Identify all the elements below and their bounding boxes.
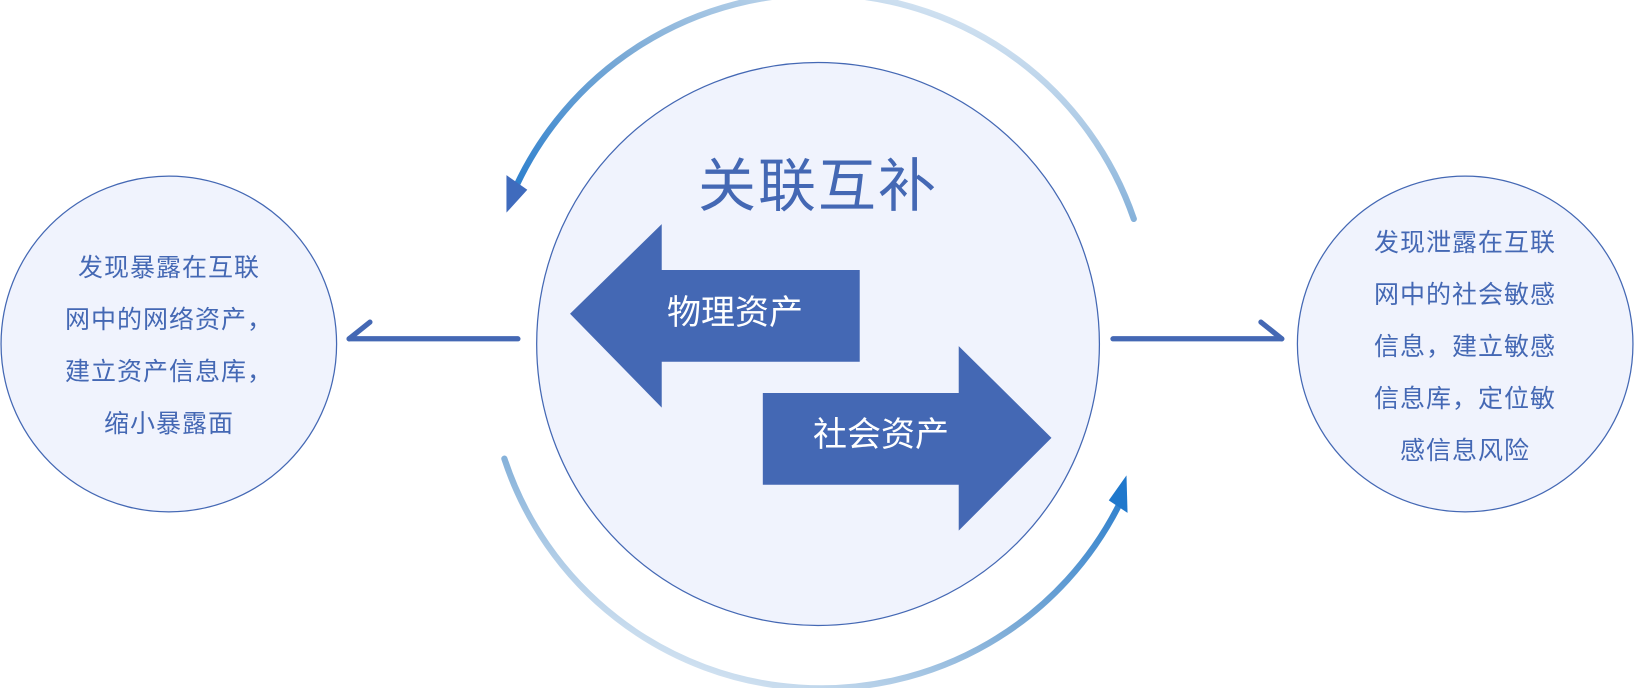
left-node-line: 缩小暴露面 <box>103 409 234 438</box>
cycle-arrow-top-icon <box>506 0 1137 223</box>
left-node-line: 网中的网络资产， <box>64 305 273 334</box>
right-node-line: 信息库，定位敏 <box>1373 384 1556 413</box>
physical-asset-label: 物理资产 <box>667 293 803 333</box>
right-connector-arrow-icon <box>1110 319 1285 342</box>
left-node-text: 发现暴露在互联 网中的网络资产， 建立资产信息库， 缩小暴露面 <box>34 242 304 450</box>
center-title: 关联互补 <box>697 152 938 220</box>
right-node-line: 发现泄露在互联 <box>1373 228 1556 257</box>
physical-asset-arrow-icon <box>570 224 860 408</box>
left-connector-arrow-icon <box>346 319 521 342</box>
right-node-line: 信息，建立敏感 <box>1373 332 1556 361</box>
left-node-line: 建立资产信息库， <box>64 357 273 386</box>
left-node-line: 发现暴露在互联 <box>77 253 260 282</box>
right-node-line: 感信息风险 <box>1399 436 1530 465</box>
social-asset-label: 社会资产 <box>813 415 949 455</box>
right-node-line: 网中的社会敏感 <box>1373 280 1556 309</box>
left-node-circle <box>0 175 338 513</box>
right-node-text: 发现泄露在互联 网中的社会敏感 信息，建立敏感 信息库，定位敏 感信息风险 <box>1330 217 1600 477</box>
right-node-circle <box>1296 175 1634 513</box>
social-asset-arrow-icon <box>762 346 1052 531</box>
